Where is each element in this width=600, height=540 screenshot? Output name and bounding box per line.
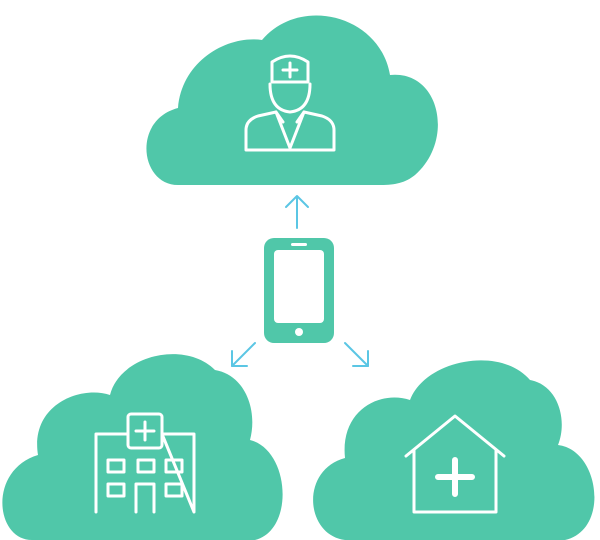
phone-speaker (291, 243, 307, 246)
smartphone-icon (264, 238, 334, 343)
bottom-left-cloud (2, 354, 283, 540)
arrow-up (285, 195, 309, 229)
doctor-icon (244, 54, 336, 152)
top-cloud (146, 15, 438, 185)
cloud-shape (146, 15, 438, 185)
cloud-shape (313, 360, 595, 540)
bottom-right-cloud (313, 360, 595, 540)
phone-home-button (295, 328, 303, 336)
arrow-down-left (231, 342, 256, 367)
arrows (231, 195, 369, 367)
hospital-icon (94, 412, 196, 514)
arrow-down-right (344, 342, 369, 367)
home-care-icon (404, 414, 506, 514)
